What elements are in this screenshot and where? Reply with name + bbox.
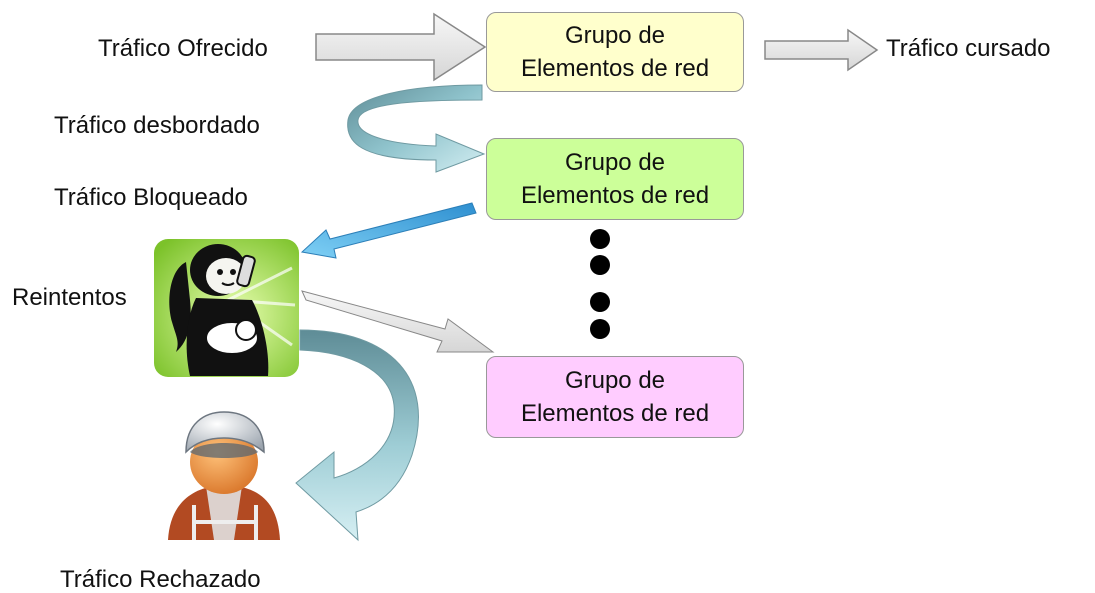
carried-arrow — [764, 28, 879, 72]
rejected-traffic-label: Tráfico Rechazado — [60, 566, 261, 593]
overflow-arrow — [347, 84, 486, 173]
network-group-title: Grupo de — [564, 22, 666, 49]
network-group-box-2: Grupo de Elementos de red — [486, 138, 744, 220]
blocked-arrow — [300, 202, 477, 259]
ellipsis-dots — [590, 229, 610, 339]
caller-with-baby-icon — [154, 239, 299, 377]
network-group-subtitle: Elementos de red — [520, 400, 710, 427]
network-group-title: Grupo de — [564, 149, 666, 176]
retries-label: Reintentos — [12, 284, 127, 311]
helmet-user-icon — [168, 411, 280, 540]
overflow-traffic-label: Tráfico desbordado — [54, 112, 260, 139]
network-group-subtitle: Elementos de red — [520, 55, 710, 82]
rejected-arrow — [295, 329, 419, 542]
blocked-traffic-label: Tráfico Bloqueado — [54, 184, 248, 211]
carried-traffic-label: Tráfico cursado — [886, 35, 1051, 62]
offered-arrow — [315, 12, 487, 82]
network-group-title: Grupo de — [564, 367, 666, 394]
network-group-box-3: Grupo de Elementos de red — [486, 356, 744, 438]
network-group-subtitle: Elementos de red — [520, 182, 710, 209]
retry-arrow — [301, 290, 495, 353]
network-group-box-1: Grupo de Elementos de red — [486, 12, 744, 92]
offered-traffic-label: Tráfico Ofrecido — [98, 35, 268, 62]
